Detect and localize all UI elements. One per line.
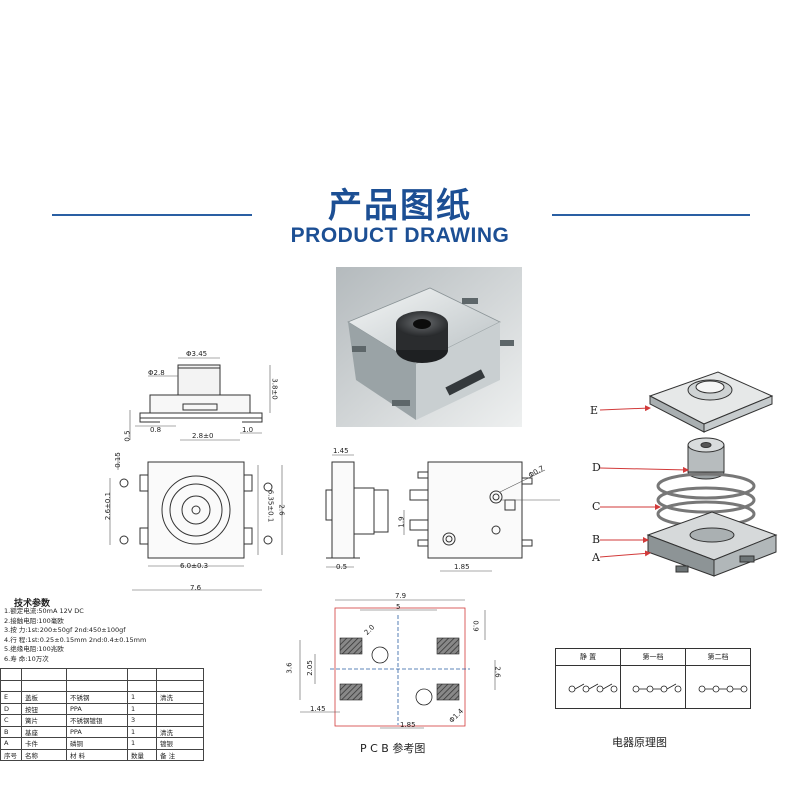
pcb-diagram [299,599,496,729]
explode-label-c: C [592,500,601,513]
header-left-line [52,214,252,216]
side-view [325,461,389,559]
product-photo [336,267,522,427]
dim-top-d6: 3.8±0 [270,378,279,400]
table-row [0,668,204,681]
specs-list: 1.额定电流:50mA 12V DC 2.接触电阻:100毫欧 3.按 力:1s… [4,607,146,664]
front-view [119,461,273,559]
circuit-caption: 电器原理图 [612,736,667,749]
specs-title: 技术参数 [14,599,51,609]
dim-pcb-d1: 7.9 [395,592,407,600]
dim-side-d2: 0.5 [336,563,348,571]
explode-label-a: A [592,551,600,564]
spec-item: 2.接触电阻:100毫欧 [4,616,64,625]
table-row [0,679,204,692]
dim-side-d1: 1.45 [333,447,349,455]
dim-back-d1: 1.9 [397,516,406,528]
exploded-view [646,371,778,577]
circuit-header-second: 第二档 [685,648,751,666]
title-cn: 产品图纸 [328,186,472,226]
dim-front-d5: 6.35±0.1 [266,489,275,523]
dim-pcb-d9: 2.05 [305,660,314,676]
dim-pcb-d2: 5 [396,603,401,611]
dim-top-d7: 0.5 [123,430,132,442]
dim-front-d1: 0.15 [113,452,122,468]
dim-front-d4: 7.6 [190,584,202,592]
dim-front-d6: 2.6 [277,504,286,516]
title-en: PRODUCT DRAWING [290,224,510,247]
circuit-header-idle: 静 置 [555,648,621,666]
back-view [409,461,533,559]
dim-top-d3: 0.8 [150,426,162,434]
pcb-caption: P C B 参考图 [360,742,426,755]
dim-pcb-d3: 0.9 [471,620,480,632]
back-view-dims [403,469,560,572]
dim-top-d2: Φ2.8 [148,369,165,377]
dim-front-d2: 2.6±0.1 [104,491,113,521]
dim-back-d2: 1.85 [454,563,470,571]
dim-top-d4: 2.8±0 [192,432,214,440]
side-view-dims [326,454,354,568]
spec-item: 4.行 程:1st:0.25±0.15mm 2nd:0.4±0.15mm [4,635,147,644]
dim-pcb-d8: 3.6 [285,662,294,674]
top-view [139,364,263,423]
top-view-dims [129,357,271,441]
front-view-dims [109,455,283,591]
spec-item: 1.额定电流:50mA 12V DC [4,607,84,615]
explode-label-e: E [590,404,599,417]
dim-top-d1: Φ3.45 [186,350,208,358]
dim-pcb-d5: 1.85 [400,721,416,729]
circuit-table: 静 置 第一档 第二档 [555,648,751,709]
explode-arrows [599,405,689,558]
table-header-row: 序号名称材 料数量备 注 [0,748,204,761]
spec-item: 6.寿 命:10万次 [4,654,49,663]
spec-item: 3.按 力:1st:200±50gf 2nd:450±100gf [4,626,126,634]
dim-top-d5: 1.0 [242,426,254,434]
dim-pcb-d7: 2.6 [493,666,502,678]
explode-label-b: B [592,533,601,546]
dim-front-d3: 6.0±0.3 [180,562,209,570]
explode-label-d: D [592,461,601,474]
spec-item: 5.绝缘电阻:100兆欧 [4,645,64,653]
dim-pcb-d4: 1.45 [310,705,326,713]
circuit-header-first: 第一档 [620,648,686,666]
header-right-line [552,214,750,216]
